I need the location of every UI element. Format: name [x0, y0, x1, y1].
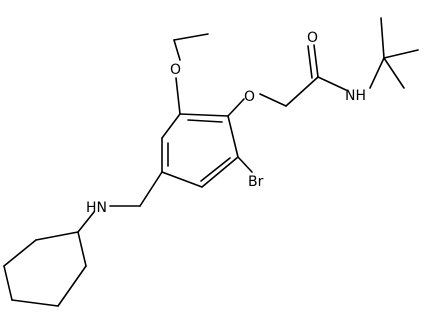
bond-lines — [3, 17, 419, 307]
bond-ch2-ch3 — [173, 33, 209, 41]
atom-label-o-carbonyl: O — [307, 30, 318, 46]
bond-n-cq — [369, 57, 385, 89]
atom-label-nh-amine: HN — [86, 200, 107, 216]
bond-o-ch2-ester — [259, 93, 287, 107]
atom-label-br: Br — [248, 174, 264, 190]
bond-carbonyl-double-b — [307, 45, 313, 79]
bond-ring-c2-c3 — [227, 115, 239, 158]
bond-ring-c1-c2 — [179, 113, 229, 117]
bond-cq-me2 — [383, 49, 419, 59]
bond-carbonyl-n — [317, 76, 347, 91]
bond-ring-c3-c4 — [201, 156, 239, 188]
bond-cy-2 — [57, 265, 87, 307]
bond-ring-c4-c5 — [161, 171, 203, 188]
bond-ring-double-2 — [200, 157, 231, 182]
atom-labels: O O O NH Br HN — [86, 30, 366, 216]
bond-c5-ch2 — [139, 171, 163, 207]
bond-cy-4 — [3, 265, 13, 301]
atom-label-o-ethoxy: O — [170, 62, 181, 78]
bond-ring-double-1 — [187, 119, 223, 123]
bond-c2-o-ether — [227, 98, 245, 117]
bond-c3-br — [237, 156, 253, 173]
atom-label-nh-amide: NH — [345, 88, 366, 104]
bond-cy-5 — [3, 239, 37, 267]
atom-label-o-ether: O — [244, 89, 255, 105]
bond-cq-me3 — [383, 57, 405, 89]
bond-cq-me1 — [380, 17, 385, 59]
bond-ring-c6-c1 — [161, 113, 181, 139]
bond-cy-3 — [11, 299, 59, 307]
bond-o-ch2 — [173, 39, 181, 61]
bond-cy-1 — [77, 231, 87, 267]
bond-c1-o-ethoxy — [175, 77, 181, 115]
bond-ch2-carbonyl — [285, 76, 319, 107]
bond-cy-6 — [35, 231, 79, 241]
bond-carbonyl-double-a — [313, 44, 319, 78]
bond-nh-cyclohexyl — [77, 211, 95, 233]
